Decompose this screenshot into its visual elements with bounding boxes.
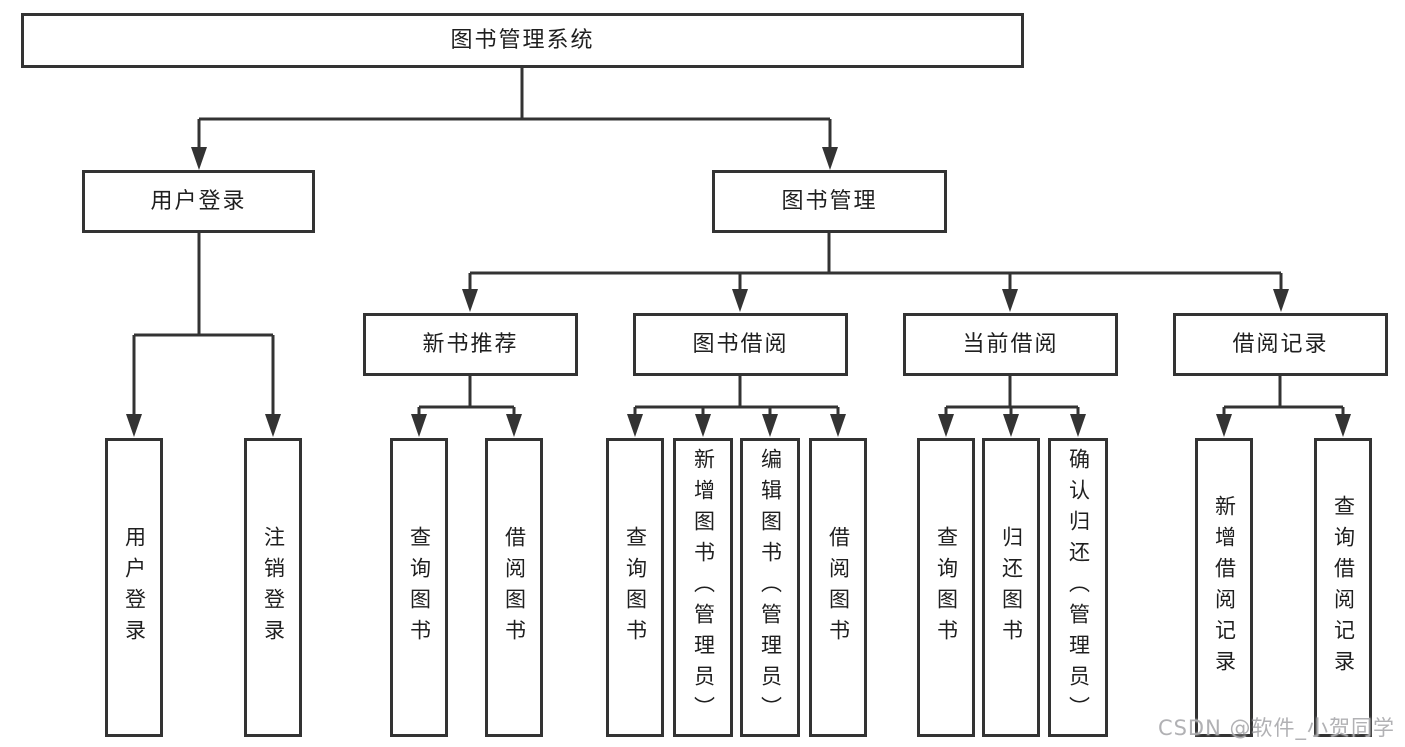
arrow-icon bbox=[411, 414, 427, 437]
arrow-icon bbox=[265, 414, 281, 437]
node-book-borrowing: 图书借阅 bbox=[633, 313, 848, 376]
leaf-borrowing-search-books: 查询图书 bbox=[606, 438, 664, 737]
arrow-icon bbox=[191, 147, 207, 170]
arrow-icon bbox=[830, 414, 846, 437]
leaf-logout: 注销登录 bbox=[244, 438, 302, 737]
arrow-icon bbox=[462, 289, 478, 312]
arrow-icon bbox=[1273, 289, 1289, 312]
arrow-icon bbox=[506, 414, 522, 437]
leaf-user-login: 用户登录 bbox=[105, 438, 163, 737]
arrow-icon bbox=[732, 289, 748, 312]
leaf-records-add-borrow-record: 新增借阅记录 bbox=[1195, 438, 1253, 737]
csdn-watermark: CSDN @软件_小贺同学 bbox=[1157, 716, 1395, 740]
connector-segments bbox=[132, 68, 1345, 417]
arrow-icon bbox=[695, 414, 711, 437]
leaf-borrowing-edit-books-admin: 编辑图书（管理员） bbox=[740, 438, 800, 737]
node-borrowing-records: 借阅记录 bbox=[1173, 313, 1388, 376]
node-book-management: 图书管理 bbox=[712, 170, 947, 233]
leaf-current-return-books: 归还图书 bbox=[982, 438, 1040, 737]
arrowheads bbox=[126, 147, 1351, 437]
leaf-borrowing-borrow-books: 借阅图书 bbox=[809, 438, 867, 737]
node-new-book-recommendation: 新书推荐 bbox=[363, 313, 578, 376]
leaf-recommend-search-books: 查询图书 bbox=[390, 438, 448, 737]
arrow-icon bbox=[1002, 289, 1018, 312]
leaf-current-confirm-return-admin: 确认归还（管理员） bbox=[1048, 438, 1108, 737]
leaf-recommend-borrow-books: 借阅图书 bbox=[485, 438, 543, 737]
arrow-icon bbox=[1070, 414, 1086, 437]
arrow-icon bbox=[126, 414, 142, 437]
arrow-icon bbox=[822, 147, 838, 170]
arrow-icon bbox=[1335, 414, 1351, 437]
arrow-icon bbox=[1003, 414, 1019, 437]
leaf-borrowing-add-books-admin: 新增图书（管理员） bbox=[673, 438, 733, 737]
leaf-current-search-books: 查询图书 bbox=[917, 438, 975, 737]
leaf-records-search-borrow-record: 查询借阅记录 bbox=[1314, 438, 1372, 737]
node-library-management-system: 图书管理系统 bbox=[21, 13, 1024, 68]
arrow-icon bbox=[627, 414, 643, 437]
arrow-icon bbox=[762, 414, 778, 437]
arrow-icon bbox=[938, 414, 954, 437]
node-user-login: 用户登录 bbox=[82, 170, 315, 233]
arrow-icon bbox=[1216, 414, 1232, 437]
node-current-borrowing: 当前借阅 bbox=[903, 313, 1118, 376]
